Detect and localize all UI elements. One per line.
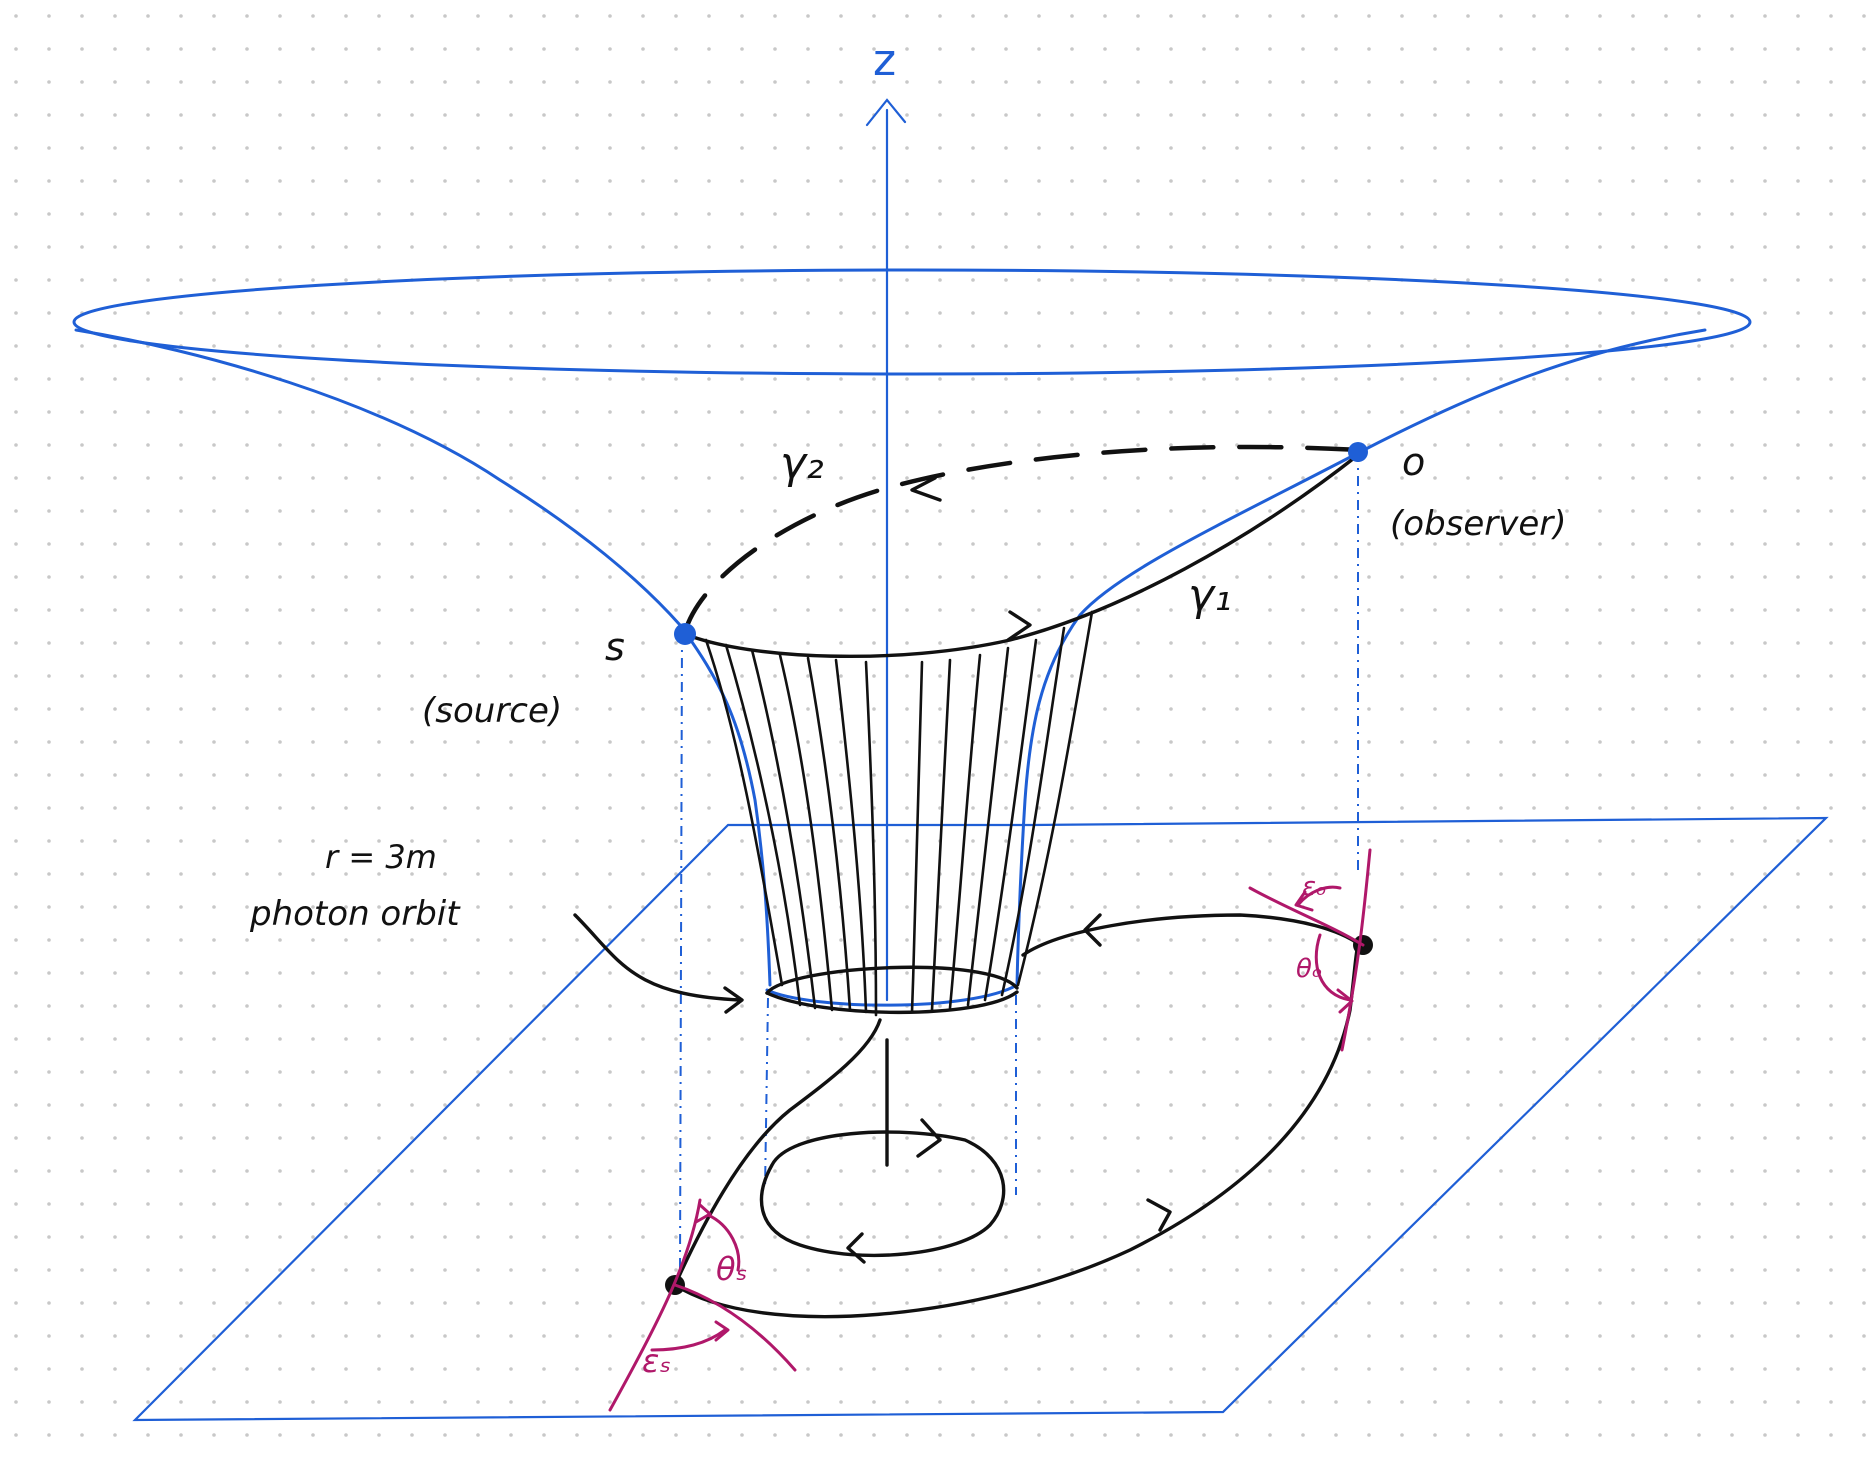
observer-point-label: o: [1402, 440, 1425, 484]
gamma2-arrow: [910, 476, 942, 502]
epsilon-s-label: εₛ: [642, 1342, 671, 1380]
photon-orbit-ring: [765, 965, 1019, 1015]
source-angle-markings: [608, 1198, 797, 1412]
source-point-label: s: [605, 625, 625, 669]
gamma1-arrow: [1006, 610, 1032, 642]
observer-angle-markings: [1248, 848, 1372, 1052]
inner-orbit-loop: [759, 1118, 1006, 1264]
source-point: [674, 623, 696, 645]
gamma2-label: γ₂: [780, 438, 824, 489]
epsilon-o-label: εₒ: [1302, 872, 1327, 902]
theta-o-label: θₒ: [1296, 954, 1323, 984]
base-plane: [132, 816, 1829, 1422]
projection-lines: [679, 452, 1359, 1271]
top-rim-ellipse: [72, 268, 1752, 376]
observer-description: (observer): [1390, 504, 1567, 544]
theta-s-label: θₛ: [716, 1250, 748, 1288]
z-axis: z: [865, 35, 907, 1002]
funnel-ruling-lines: [704, 610, 1094, 1017]
photon-orbit-label: photon orbit: [249, 894, 461, 934]
z-axis-label: z: [873, 35, 896, 86]
observer-point: [1348, 442, 1368, 462]
source-description: (source): [422, 691, 562, 731]
photon-orbit-radius-label: r = 3m: [325, 838, 437, 876]
photon-orbit-pointer: [573, 913, 744, 1014]
geodesic-gamma2: [682, 444, 1361, 635]
funnel-surface: [74, 328, 1707, 987]
gamma1-label: γ₁: [1188, 570, 1232, 621]
